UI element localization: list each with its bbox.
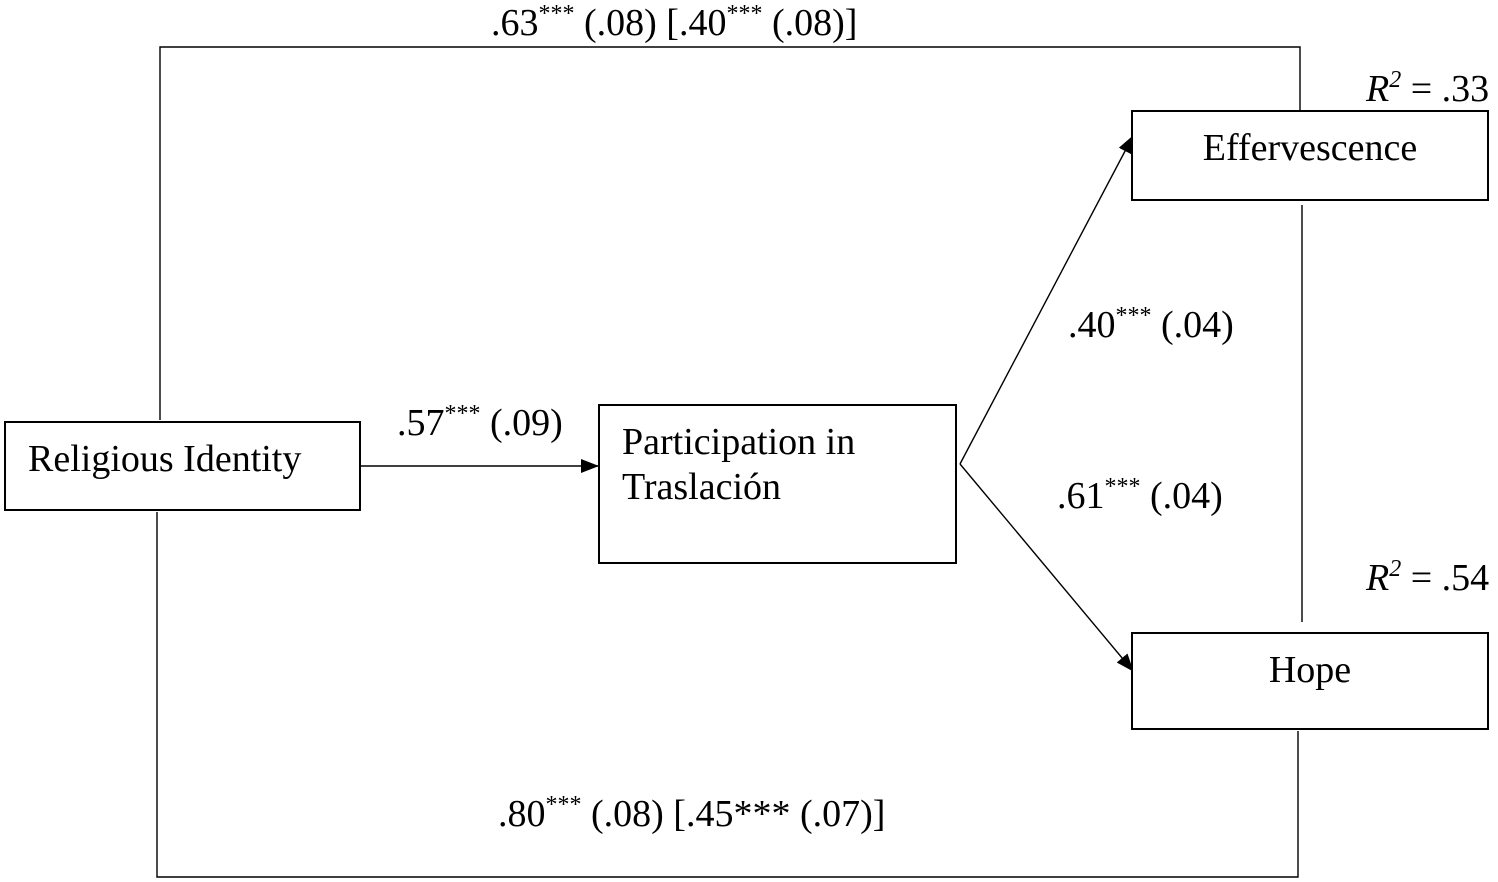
participation-to-effervescence-coef-value: .40 bbox=[1068, 304, 1116, 346]
top-direct-path-line bbox=[159, 46, 1301, 420]
participation-to-effervescence-coefficient: .40*** (.04) bbox=[1068, 303, 1234, 346]
ri-to-participation-sig: *** bbox=[445, 401, 481, 427]
top-direct-sig: *** bbox=[539, 1, 575, 27]
effervescence-r-label: R bbox=[1365, 68, 1389, 110]
top-direct-se2: (.08)] bbox=[762, 2, 857, 44]
participation-to-hope-arrow bbox=[959, 463, 1134, 672]
bottom-direct-coef-value: .80 bbox=[498, 793, 546, 835]
effervescence-r-value: = .33 bbox=[1401, 68, 1489, 110]
participation-to-hope-sig: *** bbox=[1105, 474, 1141, 500]
top-direct-coef-value: .63 bbox=[491, 2, 539, 44]
participation-to-hope-coefficient: .61*** (.04) bbox=[1057, 474, 1223, 517]
ri-to-participation-se: (.09) bbox=[481, 402, 563, 444]
effervescence-r-exp: 2 bbox=[1389, 67, 1401, 93]
ri-to-participation-coefficient: .57*** (.09) bbox=[397, 401, 563, 444]
hope-r-label: R bbox=[1365, 557, 1389, 599]
bottom-direct-coefficient: .80*** (.08) [.45*** (.07)] bbox=[498, 792, 885, 835]
hope-box bbox=[1131, 632, 1489, 730]
bottom-direct-sig: *** bbox=[546, 792, 582, 818]
top-direct-coefficient: .63*** (.08) [.40*** (.08)] bbox=[491, 1, 857, 44]
participation-label-line2: Traslación bbox=[622, 466, 781, 508]
bottom-direct-path-line bbox=[156, 512, 1299, 878]
hope-label: Hope bbox=[1269, 649, 1351, 691]
hope-r-squared: R2 = .54 bbox=[1365, 556, 1489, 599]
top-direct-se: (.08) [.40 bbox=[575, 2, 727, 44]
ri-to-participation-coef-value: .57 bbox=[397, 402, 445, 444]
participation-to-hope-coef-value: .61 bbox=[1057, 475, 1105, 517]
bottom-direct-rest: (.08) [.45*** (.07)] bbox=[582, 793, 886, 835]
participation-to-effervescence-sig: *** bbox=[1116, 303, 1152, 329]
effervescence-box bbox=[1131, 110, 1489, 201]
hope-r-exp: 2 bbox=[1389, 556, 1401, 582]
effervescence-label: Effervescence bbox=[1203, 127, 1417, 169]
religious-identity-label: Religious Identity bbox=[28, 438, 301, 480]
religious-identity-box bbox=[4, 421, 361, 511]
participation-to-hope-se: (.04) bbox=[1141, 475, 1223, 517]
effervescence-r-squared: R2 = .33 bbox=[1365, 67, 1489, 110]
top-direct-sig2: *** bbox=[726, 1, 762, 27]
participation-box bbox=[598, 404, 957, 564]
participation-to-effervescence-se: (.04) bbox=[1152, 304, 1234, 346]
hope-r-value: = .54 bbox=[1401, 557, 1489, 599]
participation-to-effervescence-arrow bbox=[959, 135, 1134, 465]
participation-label-line1: Participation in bbox=[622, 421, 855, 463]
